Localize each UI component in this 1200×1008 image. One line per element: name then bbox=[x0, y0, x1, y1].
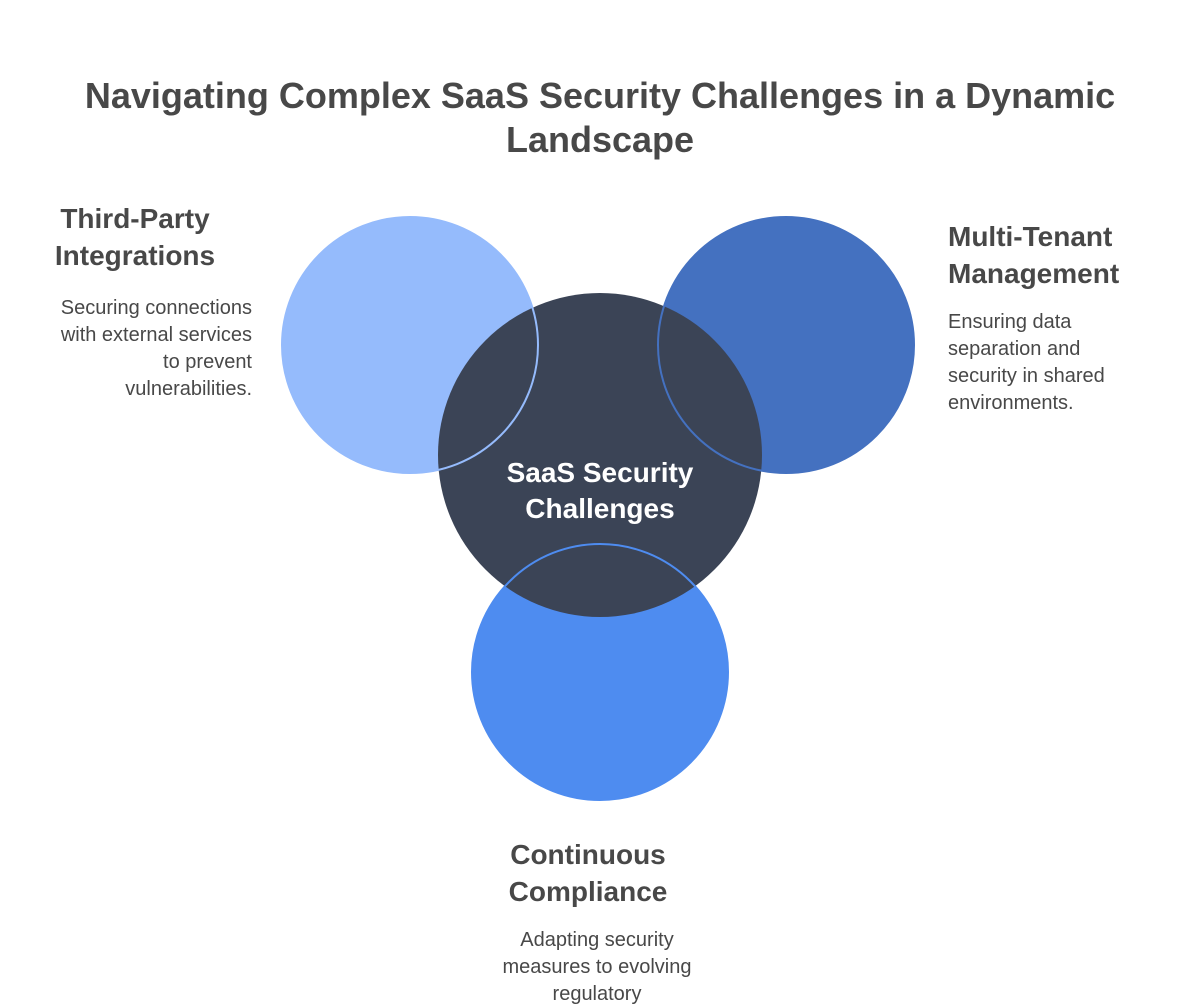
circle-center bbox=[438, 293, 762, 617]
compliance-description: Adapting security measures to evolving r… bbox=[502, 929, 692, 1005]
circle-compliance bbox=[472, 544, 728, 800]
multi-tenant-description: Ensuring data separation and security in… bbox=[948, 311, 1105, 414]
third-party-heading: Third-Party Integrations bbox=[54, 203, 216, 271]
compliance-heading: Continuous Compliance bbox=[508, 839, 668, 907]
outline-compliance bbox=[471, 543, 729, 801]
outline-third-party bbox=[281, 216, 539, 474]
third-party-description: Securing connections with external servi… bbox=[60, 297, 252, 400]
page-title: Navigating Complex SaaS Security Challen… bbox=[84, 75, 1116, 160]
multi-tenant-heading: Multi-Tenant Management bbox=[948, 221, 1120, 289]
outline-multi-tenant bbox=[657, 216, 915, 474]
center-label: SaaS Security Challenges bbox=[506, 457, 694, 524]
